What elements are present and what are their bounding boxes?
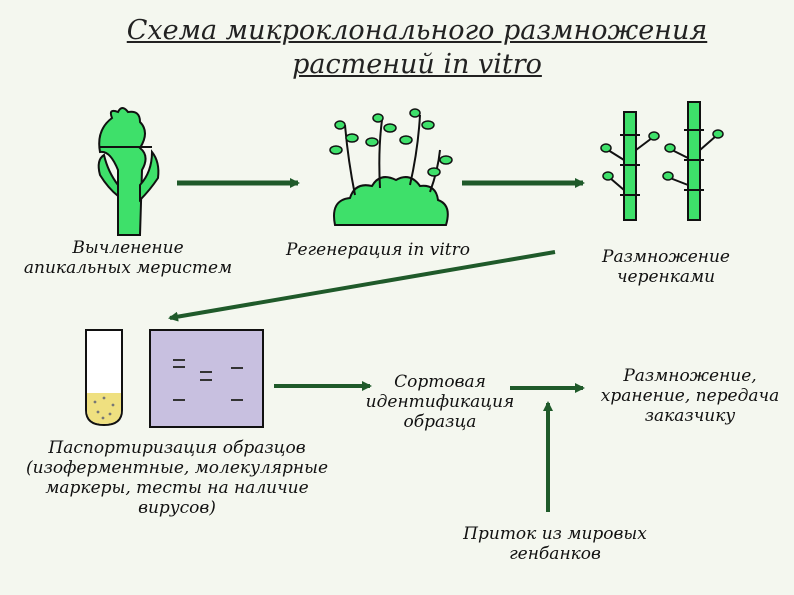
label-genbanks: Приток из мировых генбанков: [463, 524, 647, 564]
apical-meristem-plant-icon: [97, 107, 160, 236]
label-cuttings: Размножение черенками: [602, 247, 730, 287]
label-passportization: Паспортиризация образцов (изоферментные,…: [25, 438, 328, 518]
arrow-diagonal: [168, 250, 556, 322]
page-title-line2: растений in vitro: [292, 49, 542, 80]
label-storage: Размножение, хранение, передача заказчик…: [600, 366, 780, 426]
electrophoresis-gel-icon: [149, 329, 264, 428]
label-identification: Сортовая идентификация образца: [365, 372, 515, 432]
cuttings-icon: [600, 101, 724, 221]
test-tube-icon: [85, 329, 123, 427]
regeneration-bush-icon: [329, 108, 453, 226]
label-regeneration: Регенерация in vitro: [286, 240, 470, 260]
label-apical-meristem: Вычленение апикальных меристем: [23, 238, 233, 278]
page-title-line1: Схема микроклонального размножения: [126, 15, 708, 46]
